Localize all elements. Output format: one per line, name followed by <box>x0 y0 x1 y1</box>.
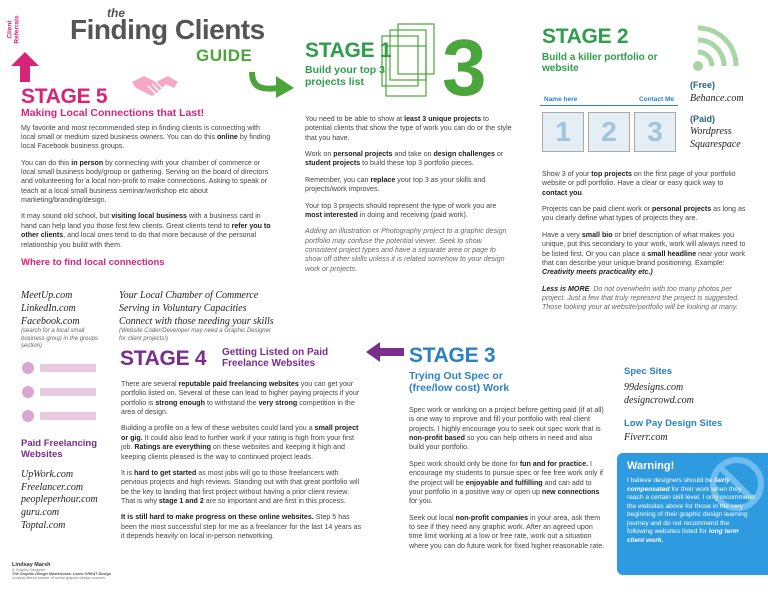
page-title: Finding Clients <box>70 14 265 45</box>
site-peopleperhour: peopleperhour.com <box>21 494 98 506</box>
site-guru: guru.com <box>21 507 60 519</box>
portfolio-box-2: 2 <box>588 112 630 152</box>
stage2-p1: Show 3 of your top projects on the first… <box>542 170 736 197</box>
list-item: Serving in Voluntary Capacities <box>119 302 247 314</box>
header-guide: GUIDE <box>196 46 253 65</box>
stage3-p3: Seek out local non-profit companies in y… <box>409 513 605 550</box>
wifi-icon <box>693 25 739 71</box>
stage1-subtitle: Build your top 3 projects list <box>305 64 385 88</box>
stage4-p3: It is hard to get started as most jobs w… <box>121 468 360 505</box>
stacked-frames-icon <box>381 23 435 97</box>
stage2-p2: Projects can be paid client work or pers… <box>542 205 746 223</box>
stage1-p3: Remember, you can replace your top 3 as … <box>305 175 486 194</box>
stage1-p4: Your top 3 projects should represent the… <box>305 201 497 219</box>
site-freelancer: Freelancer.com <box>21 481 84 493</box>
site-wordpress: Wordpress <box>690 125 732 137</box>
stage5-p1: My favorite and most recommended step in… <box>21 123 271 151</box>
warning-title: Warning! <box>627 460 675 472</box>
stage4-p1: There are several reputable paid freelan… <box>121 380 360 417</box>
stage4-p4: It is still hard to make progress on the… <box>121 513 362 541</box>
left-note: (search for a local small business group… <box>21 328 99 349</box>
mockup-contact: Contact Me <box>638 96 674 103</box>
big-number-3: 3 <box>442 23 487 112</box>
stage3-p1: Spec work or working on a project before… <box>409 406 604 452</box>
site-fiverr: Fiverr.com <box>624 432 668 444</box>
stage1-p2: Work on personal projects and take on de… <box>305 150 504 168</box>
stage2-title: STAGE 2 <box>542 25 629 48</box>
left-arrow-icon <box>366 342 404 362</box>
stage1-p5: Adding an illustration or Photography pr… <box>305 227 507 273</box>
stage3-subtitle: Trying Out Spec or (free/low cost) Work <box>409 370 510 394</box>
stage3-p2: Spec work should only be done for fun an… <box>409 459 603 506</box>
spec-sites-title: Spec Sites <box>624 366 673 377</box>
site-behance: Behance.com <box>690 93 744 104</box>
site-toptal: Toptal.com <box>21 519 66 531</box>
local-list-left: MeetUp.com LinkedIn.com Facebook.com (se… <box>21 290 103 350</box>
warning-box: Warning! I believe designers should be f… <box>617 453 768 575</box>
where-title: Where to find local connections <box>21 256 165 268</box>
paid-label: (Paid) <box>690 113 716 124</box>
right-note: (Website Coder/Developer may need a Grap… <box>119 328 271 342</box>
local-list-right: Your Local Chamber of Commerce Serving i… <box>119 290 279 343</box>
list-item: Your Local Chamber of Commerce <box>119 290 259 301</box>
stage4-subtitle: Getting Listed on Paid Freelance Website… <box>222 347 329 369</box>
list-item: LinkedIn.com <box>21 302 76 314</box>
portfolio-box-3: 3 <box>634 112 676 152</box>
right-arrow-icon <box>249 71 294 98</box>
no-sign-icon <box>710 457 764 511</box>
portfolio-sites: (Free) Behance.com (Paid) Wordpress Squa… <box>690 80 768 151</box>
header-the: the <box>107 6 125 20</box>
list-item: MeetUp.com <box>21 290 73 301</box>
list-lines-icon <box>22 362 96 422</box>
site-upwork: UpWork.com <box>21 468 74 480</box>
site-designcrowd: designcrowd.com <box>624 395 694 407</box>
spec-sites: Spec Sites 99designs.com designcrowd.com… <box>624 366 764 445</box>
stage5-title: STAGE 5 <box>21 85 108 108</box>
stage1-title: STAGE 1 <box>305 39 392 62</box>
stage4-title: STAGE 4 <box>120 347 207 370</box>
handshake-icon <box>132 76 178 96</box>
site-squarespace: Squarespace <box>690 138 741 150</box>
list-item: Connect with those needing your skills <box>119 315 274 327</box>
portfolio-mockup: Name here Contact Me 1 2 3 <box>540 94 678 154</box>
stage1-p1: You need to be able to show at least 3 u… <box>305 115 512 142</box>
warning-text: I believe designers should be fairly com… <box>627 477 755 544</box>
up-arrow-icon <box>11 52 39 82</box>
mockup-name: Name here <box>544 96 578 103</box>
author-credit: Lindsay Marsh & Graphic Designer The Gra… <box>12 562 122 580</box>
site-99designs: 99designs.com <box>624 382 684 394</box>
low-pay-title: Low Pay Design Sites <box>624 417 723 429</box>
paid-freelancing-list: Paid Freelancing Websites UpWork.com Fre… <box>21 438 121 533</box>
portfolio-box-1: 1 <box>542 112 584 152</box>
stage5-p2: You can do this in person by connecting … <box>21 158 269 205</box>
author-name: Lindsay Marsh <box>12 562 51 568</box>
stage2-p3: Have a very small bio or brief descripti… <box>542 230 746 277</box>
stage4-p2: Building a profile on a few of these web… <box>121 424 359 461</box>
stage5-p3: It may sound old school, but visiting lo… <box>21 212 271 249</box>
stage2-p4: Less is MORE. Do not overwhelm with too … <box>542 284 740 312</box>
list-item: Facebook.com <box>21 315 80 327</box>
mockup-bar: Name here Contact Me <box>540 94 678 106</box>
paid-freelancing-title: Paid Freelancing Websites <box>21 438 98 461</box>
stage5-subtitle: Making Local Connections that Last! <box>21 107 205 119</box>
stage3-title: STAGE 3 <box>409 344 496 367</box>
stage2-subtitle: Build a killer portfolio or website <box>542 52 658 74</box>
vertical-referrals-label: Client Referrals <box>6 15 21 44</box>
free-label: (Free) <box>690 80 716 90</box>
